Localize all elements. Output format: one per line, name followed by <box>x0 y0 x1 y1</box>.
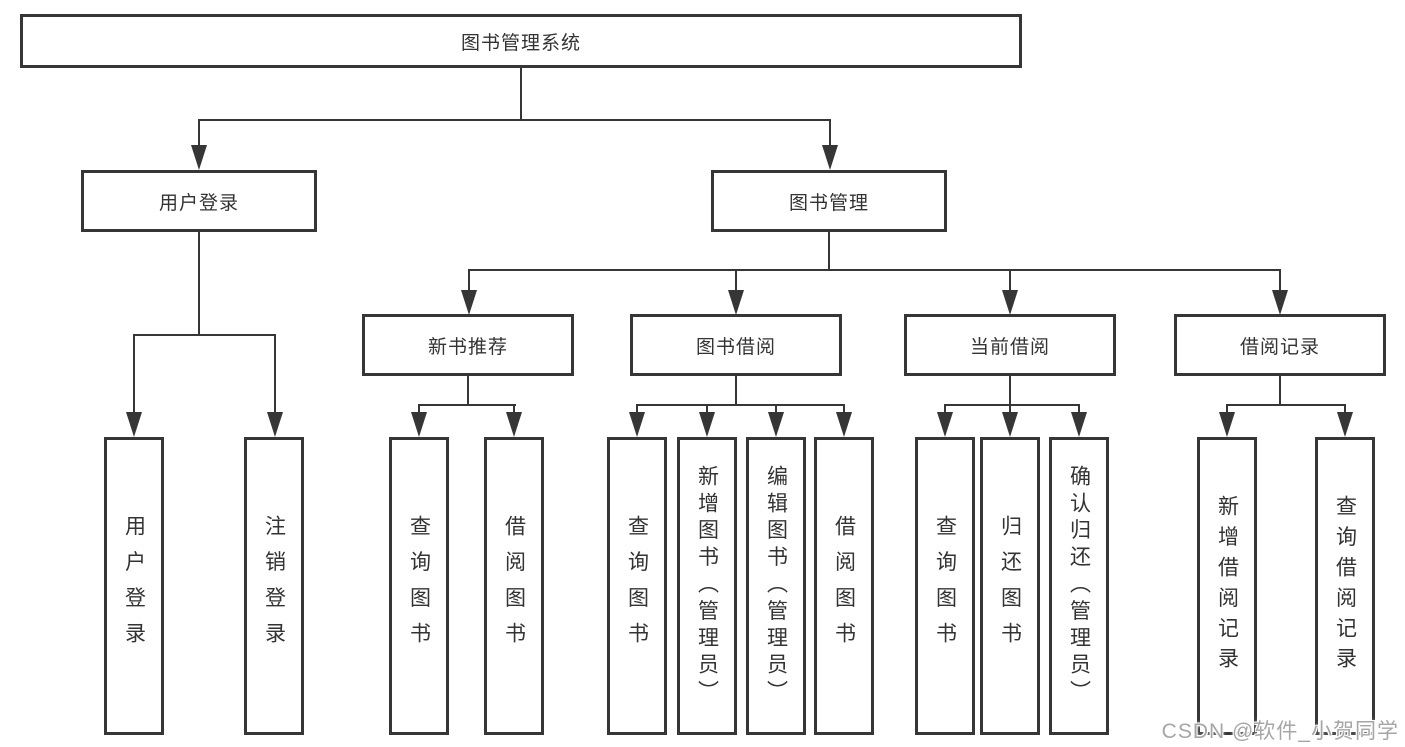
node-user-login-label: 用户登录 <box>158 192 239 214</box>
leaf-borrow-books-borrowing: 借阅图书 <box>814 437 874 735</box>
leaf-logout: 注销登录 <box>244 437 304 735</box>
connector-line <box>775 404 777 416</box>
node-book-borrowing: 图书借阅 <box>630 314 842 376</box>
connector-line <box>843 404 845 416</box>
connector-line <box>133 334 135 414</box>
arrow-down-icon <box>937 412 953 437</box>
arrow-down-icon <box>411 412 427 437</box>
connector-line <box>944 404 1080 406</box>
connector-line <box>706 404 708 416</box>
connector-line <box>198 232 200 336</box>
connector-line <box>1078 404 1080 416</box>
leaf-return-books-label: 归还图书 <box>998 514 1022 658</box>
watermark: CSDN @软件_小贺同学 <box>1161 720 1399 743</box>
leaf-query-books-recommend-label: 查询图书 <box>407 514 431 658</box>
connector-line <box>1279 376 1281 406</box>
leaf-borrow-books-borrowing-label: 借阅图书 <box>832 514 856 658</box>
leaf-query-borrow-record: 查询借阅记录 <box>1315 437 1375 735</box>
node-new-book-recommend: 新书推荐 <box>362 314 574 376</box>
leaf-return-books: 归还图书 <box>980 437 1040 735</box>
connector-line <box>520 68 522 121</box>
leaf-query-books-recommend: 查询图书 <box>389 437 449 735</box>
leaf-borrow-books-recommend-label: 借阅图书 <box>502 514 526 658</box>
connector-line <box>735 269 737 292</box>
node-current-borrowing: 当前借阅 <box>904 314 1116 376</box>
connector-line <box>418 404 516 406</box>
node-user-login: 用户登录 <box>81 170 317 232</box>
node-borrowing-records: 借阅记录 <box>1174 314 1386 376</box>
connector-line <box>198 119 831 121</box>
connector-line <box>468 269 1281 271</box>
node-book-management: 图书管理 <box>711 170 947 232</box>
arrow-down-icon <box>768 412 784 437</box>
leaf-edit-books-admin-label: 编辑图书（管理员） <box>764 465 788 707</box>
node-new-book-recommend-label: 新书推荐 <box>427 336 508 358</box>
connector-line <box>274 334 276 414</box>
leaf-query-books-current: 查询图书 <box>915 437 975 735</box>
leaf-query-books-borrowing: 查询图书 <box>607 437 667 735</box>
connector-line <box>1344 404 1346 416</box>
leaf-user-login: 用户登录 <box>104 437 164 735</box>
connector-line <box>418 404 420 416</box>
leaf-user-login-label: 用户登录 <box>122 514 146 658</box>
arrow-down-icon <box>629 412 645 437</box>
arrow-down-icon <box>1071 412 1087 437</box>
leaf-query-books-borrowing-label: 查询图书 <box>625 514 649 658</box>
connector-line <box>1009 269 1011 292</box>
connector-line <box>1226 404 1346 406</box>
arrow-down-icon <box>1002 412 1018 437</box>
arrow-down-icon <box>728 290 744 315</box>
connector-line <box>133 334 276 336</box>
arrow-down-icon <box>191 145 207 170</box>
leaf-logout-label: 注销登录 <box>262 514 286 658</box>
connector-line <box>1009 376 1011 406</box>
node-current-borrowing-label: 当前借阅 <box>969 336 1050 358</box>
connector-line <box>468 269 470 292</box>
leaf-query-borrow-record-label: 查询借阅记录 <box>1333 494 1357 678</box>
leaf-confirm-return-admin: 确认归还（管理员） <box>1049 437 1109 735</box>
connector-line <box>735 376 737 406</box>
node-library-system: 图书管理系统 <box>20 14 1022 68</box>
connector-line <box>513 404 515 416</box>
connector-line <box>636 404 845 406</box>
leaf-query-books-current-label: 查询图书 <box>933 514 957 658</box>
connector-line <box>198 119 200 147</box>
arrow-down-icon <box>126 412 142 437</box>
leaf-borrow-books-recommend: 借阅图书 <box>484 437 544 735</box>
leaf-add-borrow-record: 新增借阅记录 <box>1197 437 1257 735</box>
arrow-down-icon <box>267 412 283 437</box>
leaf-add-books-admin: 新增图书（管理员） <box>677 437 737 735</box>
connector-line <box>828 232 830 271</box>
connector-line <box>1279 269 1281 292</box>
leaf-add-books-admin-label: 新增图书（管理员） <box>695 465 719 707</box>
leaf-confirm-return-admin-label: 确认归还（管理员） <box>1067 465 1091 707</box>
node-borrowing-records-label: 借阅记录 <box>1239 336 1320 358</box>
node-library-system-label: 图书管理系统 <box>460 32 581 54</box>
connector-line <box>829 119 831 147</box>
leaf-edit-books-admin: 编辑图书（管理员） <box>746 437 806 735</box>
arrow-down-icon <box>699 412 715 437</box>
arrow-down-icon <box>822 145 838 170</box>
node-book-management-label: 图书管理 <box>788 192 869 214</box>
arrow-down-icon <box>1002 290 1018 315</box>
connector-line <box>1009 404 1011 416</box>
connector-line <box>944 404 946 416</box>
arrow-down-icon <box>1337 412 1353 437</box>
node-book-borrowing-label: 图书借阅 <box>695 336 776 358</box>
arrow-down-icon <box>461 290 477 315</box>
arrow-down-icon <box>1272 290 1288 315</box>
leaf-add-borrow-record-label: 新增借阅记录 <box>1215 494 1239 678</box>
arrow-down-icon <box>1219 412 1235 437</box>
arrow-down-icon <box>836 412 852 437</box>
arrow-down-icon <box>506 412 522 437</box>
connector-line <box>1226 404 1228 416</box>
connector-line <box>467 376 469 406</box>
connector-line <box>636 404 638 416</box>
